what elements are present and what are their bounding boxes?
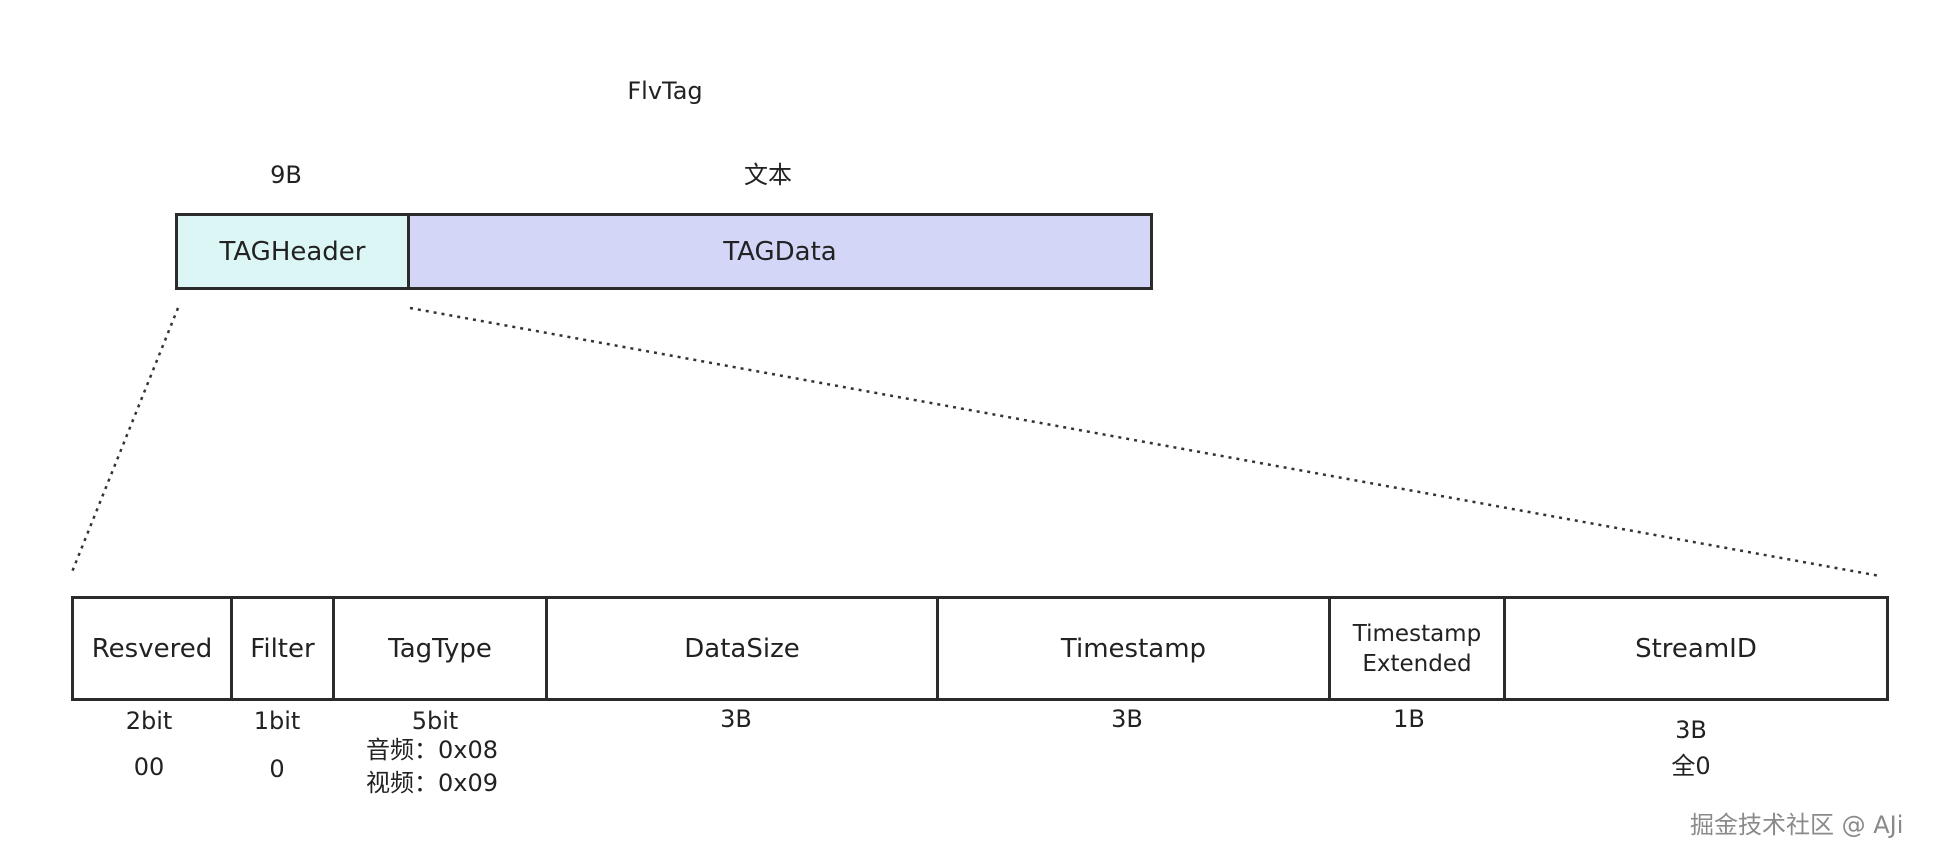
timestamp-extended-size: 1B xyxy=(1393,705,1425,733)
field-tagtype: TagType xyxy=(332,599,545,698)
field-name: Filter xyxy=(250,633,315,664)
tag-data-box: TAGData xyxy=(407,213,1153,290)
filter-note: 0 xyxy=(269,755,285,783)
field-filter: Filter xyxy=(230,599,332,698)
tagtype-note-video: 视频：0x09 xyxy=(366,769,499,797)
streamid-size: 3B xyxy=(1675,716,1707,744)
resvered-size: 2bit xyxy=(125,707,173,735)
tag-data-size-label: 文本 xyxy=(744,161,792,189)
field-datasize: DataSize xyxy=(545,599,936,698)
tagtype-note-audio: 音频：0x08 xyxy=(366,736,499,764)
field-timestamp: Timestamp xyxy=(936,599,1328,698)
watermark: 掘金技术社区 @ AJi xyxy=(1690,811,1904,839)
streamid-note: 全0 xyxy=(1671,752,1711,780)
diagram-title: FlvTag xyxy=(627,77,703,105)
datasize-size: 3B xyxy=(720,705,752,733)
zoom-line-left xyxy=(70,307,180,573)
field-name: StreamID xyxy=(1635,633,1757,664)
resvered-note: 00 xyxy=(133,753,165,781)
field-name: Timestamp xyxy=(1352,620,1482,647)
field-timestamp-extended: Timestamp Extended xyxy=(1328,599,1503,698)
field-name: TagType xyxy=(388,633,492,664)
timestamp-size: 3B xyxy=(1111,705,1143,733)
tag-data-label: TAGData xyxy=(723,236,837,267)
field-resvered: Resvered xyxy=(74,599,230,698)
field-name-line2: Extended xyxy=(1362,650,1472,677)
tagtype-size: 5bit xyxy=(411,707,459,735)
field-name: DataSize xyxy=(684,633,800,664)
tag-header-size-label: 9B xyxy=(270,161,302,189)
field-name: Resvered xyxy=(91,633,213,664)
tag-header-fields-row: Resvered Filter TagType DataSize Timesta… xyxy=(71,596,1889,701)
field-streamid: StreamID xyxy=(1503,599,1886,698)
zoom-line-right xyxy=(409,306,1881,578)
field-name: Timestamp xyxy=(1060,633,1207,664)
tag-header-label: TAGHeader xyxy=(219,236,366,267)
filter-size: 1bit xyxy=(253,707,301,735)
